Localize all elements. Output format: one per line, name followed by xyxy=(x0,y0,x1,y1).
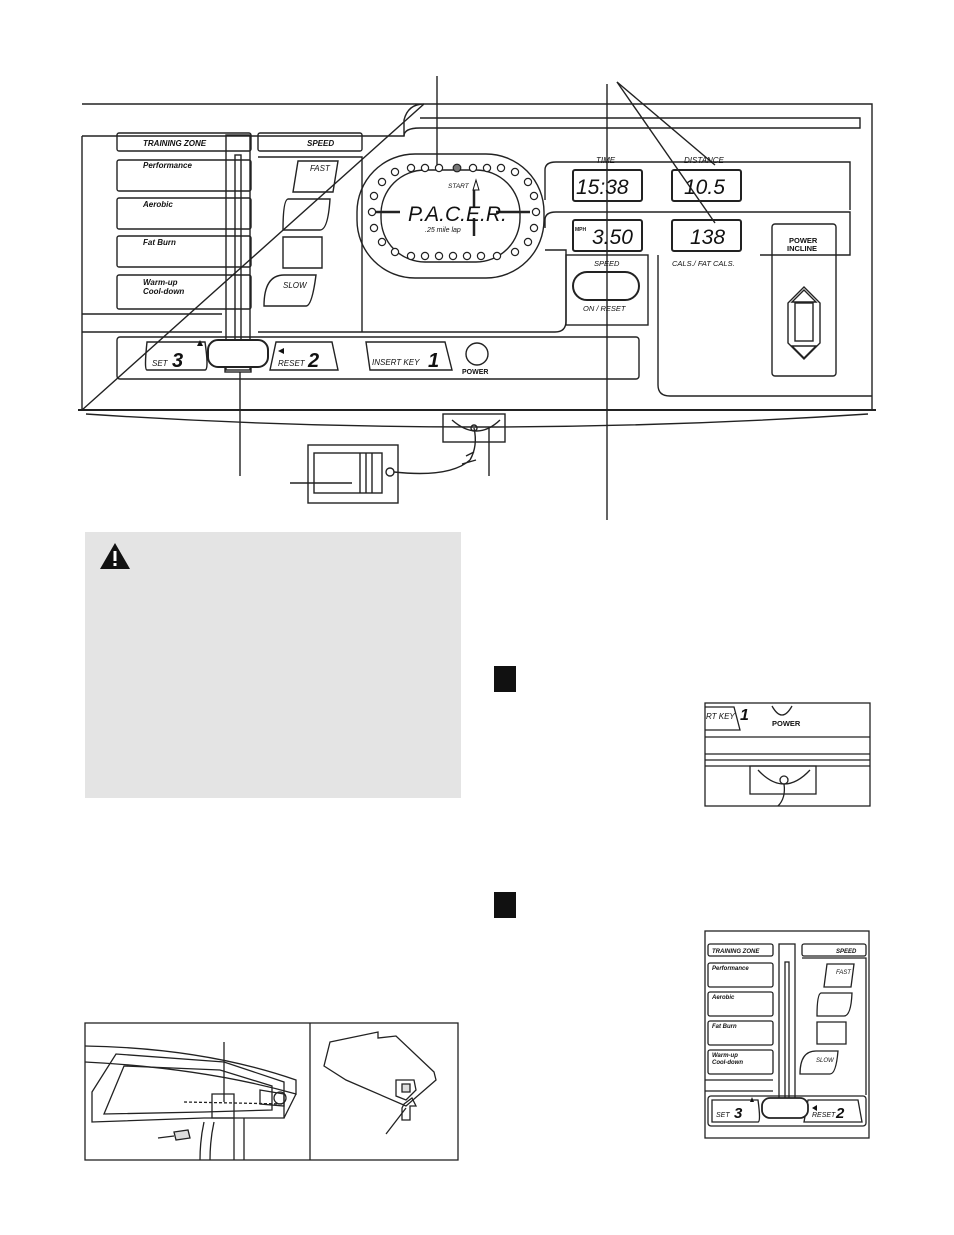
inset2-slow-label: SLOW xyxy=(816,1058,835,1064)
calories-display: 138 xyxy=(690,226,725,249)
inset2-zone-aerobic: Aerobic xyxy=(711,995,735,1001)
step-1-marker xyxy=(494,666,516,692)
zone-fat-burn-label: Fat Burn xyxy=(143,238,176,247)
inset2-set-label: SET xyxy=(716,1112,730,1119)
calories-label: CALS./ FAT CALS. xyxy=(672,259,735,268)
speed-header: SPEED xyxy=(307,139,334,148)
inset2-zone-warm-up: Warm-up xyxy=(712,1053,738,1059)
inset2-zone-fat-burn: Fat Burn xyxy=(712,1024,737,1030)
power-label: POWER xyxy=(462,369,488,376)
step-2-marker xyxy=(494,892,516,918)
pacer-logo: P.A.C.E.R. xyxy=(408,203,507,226)
speed-key-label: SPEED xyxy=(594,259,620,268)
distance-display: 10.5 xyxy=(684,176,725,199)
warning-icon xyxy=(100,543,130,569)
warning-box xyxy=(85,532,461,798)
distance-label: DISTANCE xyxy=(684,156,725,165)
reset-key-number: 2 xyxy=(307,350,319,372)
inset2-training-zone-header: TRAINING ZONE xyxy=(712,949,760,955)
inset-key-text: RT KEY xyxy=(706,712,735,721)
time-display: 15:38 xyxy=(576,176,629,199)
console-diagram: TRAINING ZONE SPEED Performance Aerobic … xyxy=(78,76,876,520)
inset2-speed-header: SPEED xyxy=(836,949,857,955)
set-key-number: 3 xyxy=(172,350,183,372)
insert-key-label: INSERT KEY xyxy=(372,358,420,367)
set-key-label: SET xyxy=(152,359,169,368)
inset2-fast-label: FAST xyxy=(836,970,852,976)
inset2-reset-number: 2 xyxy=(835,1105,845,1122)
inset-key-number: 1 xyxy=(740,707,749,724)
fast-button-label: FAST xyxy=(310,164,331,173)
incline-label-line2: INCLINE xyxy=(787,244,817,253)
mph-label: MPH xyxy=(575,227,587,233)
zone-aerobic-label: Aerobic xyxy=(142,200,173,209)
inset2-zone-performance: Performance xyxy=(712,966,749,972)
inset2-reset-label: RESET xyxy=(812,1112,836,1119)
step2-inset: TRAINING ZONE SPEED Performance Aerobic … xyxy=(704,930,870,1139)
inset-power-label: POWER xyxy=(772,719,801,728)
time-label: TIME xyxy=(596,156,616,165)
reset-key-label: RESET xyxy=(278,359,306,368)
zone-warm-up-label: Warm-up xyxy=(143,278,178,287)
incline-label-line1: POWER xyxy=(789,236,818,245)
insert-key-number: 1 xyxy=(428,350,439,372)
inset2-set-number: 3 xyxy=(734,1105,743,1122)
speed-display: 3.50 xyxy=(592,226,633,249)
underside-figure xyxy=(84,1022,459,1161)
pacer-lap-label: .25 mile lap xyxy=(425,227,461,234)
step1-inset: RT KEY 1 POWER xyxy=(704,702,871,807)
zone-performance-label: Performance xyxy=(143,161,192,170)
inset2-zone-cool-down: Cool-down xyxy=(712,1060,743,1066)
zone-cool-down-label: Cool-down xyxy=(143,287,184,296)
slow-button-label: SLOW xyxy=(283,281,308,290)
training-zone-header: TRAINING ZONE xyxy=(143,139,207,148)
speed-key-caption: ON / RESET xyxy=(583,304,627,313)
pacer-start-label: START xyxy=(448,183,470,190)
